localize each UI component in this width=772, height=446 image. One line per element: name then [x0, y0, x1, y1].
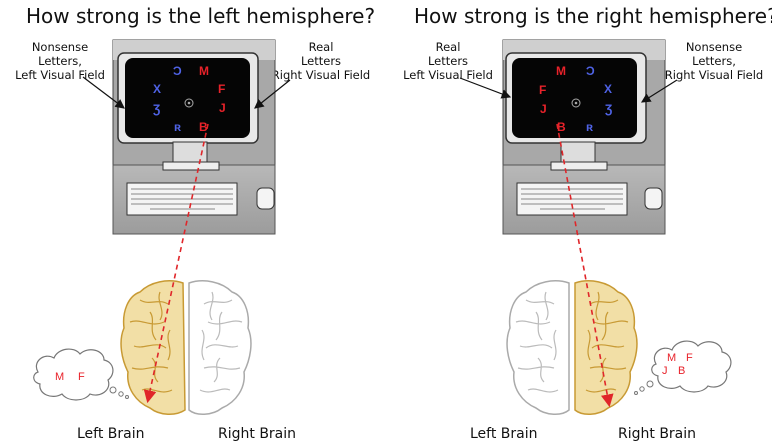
left-thought-bubble	[33, 348, 129, 401]
left-screen-glyphs: Ɔ X Ʒ ʀ M F J B	[153, 64, 226, 134]
right-mouse	[644, 187, 663, 210]
right-monitor-screen	[512, 58, 637, 138]
right-panel-title: How strong is the right hemisphere?	[414, 4, 772, 28]
real-letter: M	[199, 64, 209, 78]
svg-text:B: B	[678, 365, 685, 377]
svg-text:M: M	[55, 371, 64, 383]
left-panel-title: How strong is the left hemisphere?	[26, 4, 376, 28]
left-fixation-point	[184, 98, 194, 108]
real-letter: J	[540, 102, 547, 116]
left-workstation	[112, 39, 276, 235]
left-panel-callout-right: Real Letters Right Visual Field	[271, 40, 371, 82]
right-panel-callout-left: Real Letters Left Visual Field	[403, 40, 493, 82]
right-visual-pathway-arrow	[556, 123, 614, 408]
nonsense-glyph: Ɔ	[173, 64, 182, 78]
nonsense-glyph: X	[604, 82, 612, 96]
right-fixation-point	[571, 98, 581, 108]
right-workstation	[502, 39, 666, 235]
svg-text:F: F	[78, 371, 85, 383]
real-letter: J	[219, 101, 226, 115]
real-letter: F	[539, 83, 546, 97]
left-monitor-screen	[125, 58, 250, 138]
right-hemisphere-active	[574, 280, 638, 415]
left-hemisphere-active	[120, 280, 186, 415]
left-visual-pathway-arrow	[143, 123, 209, 404]
left-callout-arrow	[82, 76, 125, 109]
left-monitor-base	[162, 161, 220, 171]
nonsense-glyph: Ɔ	[586, 64, 595, 78]
svg-text:F: F	[686, 352, 693, 364]
right-panel-right-brain-label: Right Brain	[618, 426, 697, 442]
svg-text:M: M	[667, 352, 676, 364]
right-panel-left-brain-label: Left Brain	[470, 426, 538, 442]
right-hemisphere-inactive	[188, 280, 252, 415]
left-panel-right-brain-label: Right Brain	[218, 426, 297, 442]
nonsense-glyph: Ʒ	[605, 102, 612, 116]
right-panel-left-callout-arrow	[459, 77, 512, 99]
left-thought-letters: M F	[55, 371, 85, 383]
real-letter: B	[557, 120, 566, 134]
right-panel-callout-right: Nonsense Letters, Right Visual Field	[664, 40, 764, 82]
nonsense-glyph: X	[153, 82, 161, 96]
right-callout-arrow	[254, 79, 291, 109]
svg-text:J: J	[662, 365, 668, 377]
real-letter: B	[199, 120, 208, 134]
left-hemisphere-inactive	[506, 280, 570, 415]
right-panel-right-callout-arrow	[640, 79, 678, 103]
left-panel-callout-left: Nonsense Letters, Left Visual Field	[15, 40, 105, 82]
nonsense-glyph: Ʒ	[153, 102, 160, 116]
real-letter: M	[556, 64, 566, 78]
nonsense-glyph: ʀ	[586, 120, 593, 134]
right-thought-letters: M F J B	[662, 352, 693, 377]
real-letter: F	[218, 82, 225, 96]
left-panel-brain	[120, 280, 252, 415]
nonsense-glyph: ʀ	[174, 120, 181, 134]
right-screen-glyphs: M F J B Ɔ X Ʒ ʀ	[539, 64, 612, 134]
right-panel-brain	[506, 280, 638, 415]
right-thought-bubble	[634, 340, 732, 395]
left-mouse	[256, 187, 275, 210]
left-panel-left-brain-label: Left Brain	[77, 426, 145, 442]
